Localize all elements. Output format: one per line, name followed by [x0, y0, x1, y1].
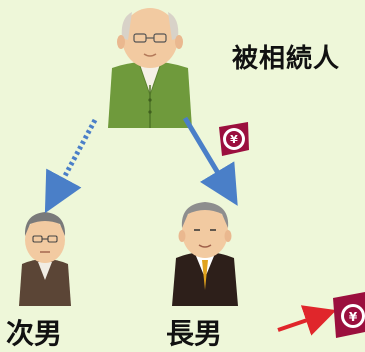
second-son-label: 次男 — [6, 317, 63, 350]
yen-symbol: ¥ — [230, 133, 238, 146]
eldest-son-label: 長男 — [166, 317, 223, 350]
eldest-son-person-icon — [172, 202, 238, 306]
deceased-label: 被相続人 — [232, 44, 341, 74]
deceased-person-icon — [108, 8, 192, 128]
yen-symbol-partial: ¥ — [349, 310, 358, 324]
yen-coin-partial-icon: ¥ — [333, 292, 365, 338]
red-arrow-to-coin — [277, 305, 337, 336]
solid-arrow-to-eldest-son — [182, 116, 238, 206]
dotted-arrow-to-second-son — [44, 118, 98, 214]
second-son-person-icon — [19, 212, 71, 306]
yen-coin-icon: ¥ — [219, 122, 249, 156]
